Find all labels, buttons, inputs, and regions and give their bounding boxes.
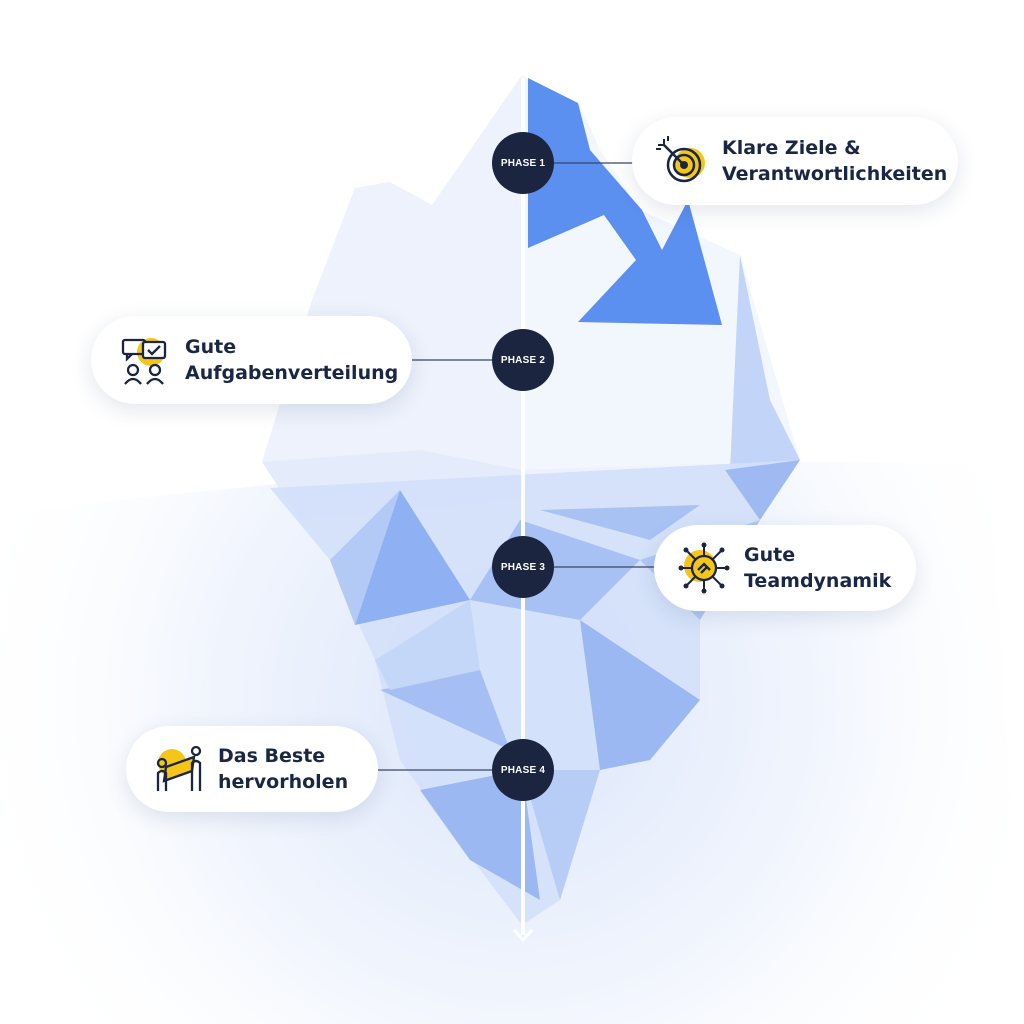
accent-arrow xyxy=(528,78,722,325)
teamwork-lift-icon xyxy=(156,745,202,791)
task-delegation-icon xyxy=(121,338,167,385)
phase-1-title: Klare Ziele & Verantwortlichkeiten xyxy=(722,135,947,187)
phase-4-title-line-1: Das Beste xyxy=(218,745,326,767)
phase-3-marker: PHASE 3 xyxy=(492,536,554,598)
phase-3-title: Gute Teamdynamik xyxy=(744,542,891,594)
phase-3-card: Gute Teamdynamik xyxy=(654,525,916,611)
phase-2-title-line-1: Gute xyxy=(185,336,237,358)
phase-2-marker: PHASE 2 xyxy=(492,329,554,391)
phase-4-title: Das Beste hervorholen xyxy=(218,743,348,795)
phase-2-title-line-2: Aufgabenverteilung xyxy=(185,362,399,384)
phase-3-title-line-1: Gute xyxy=(744,544,796,566)
phase-4-title-line-2: hervorholen xyxy=(218,771,349,793)
team-network-icon xyxy=(678,542,730,594)
phase-4-card: Das Beste hervorholen xyxy=(126,726,378,812)
phase-1-title-line-2: Verantwortlichkeiten xyxy=(722,163,948,185)
phase-3-title-line-2: Teamdynamik xyxy=(744,570,892,592)
phase-1-title-line-1: Klare Ziele & xyxy=(722,137,861,159)
phase-2-card: Gute Aufgabenverteilung xyxy=(91,316,412,404)
phase-1-card: Klare Ziele & Verantwortlichkeiten xyxy=(632,117,958,205)
phase-4-marker: PHASE 4 xyxy=(492,739,554,801)
phase-1-marker: PHASE 1 xyxy=(492,132,554,194)
phase-2-title: Gute Aufgabenverteilung xyxy=(185,334,398,386)
target-icon xyxy=(656,136,705,183)
timeline-arrowhead xyxy=(512,928,534,943)
